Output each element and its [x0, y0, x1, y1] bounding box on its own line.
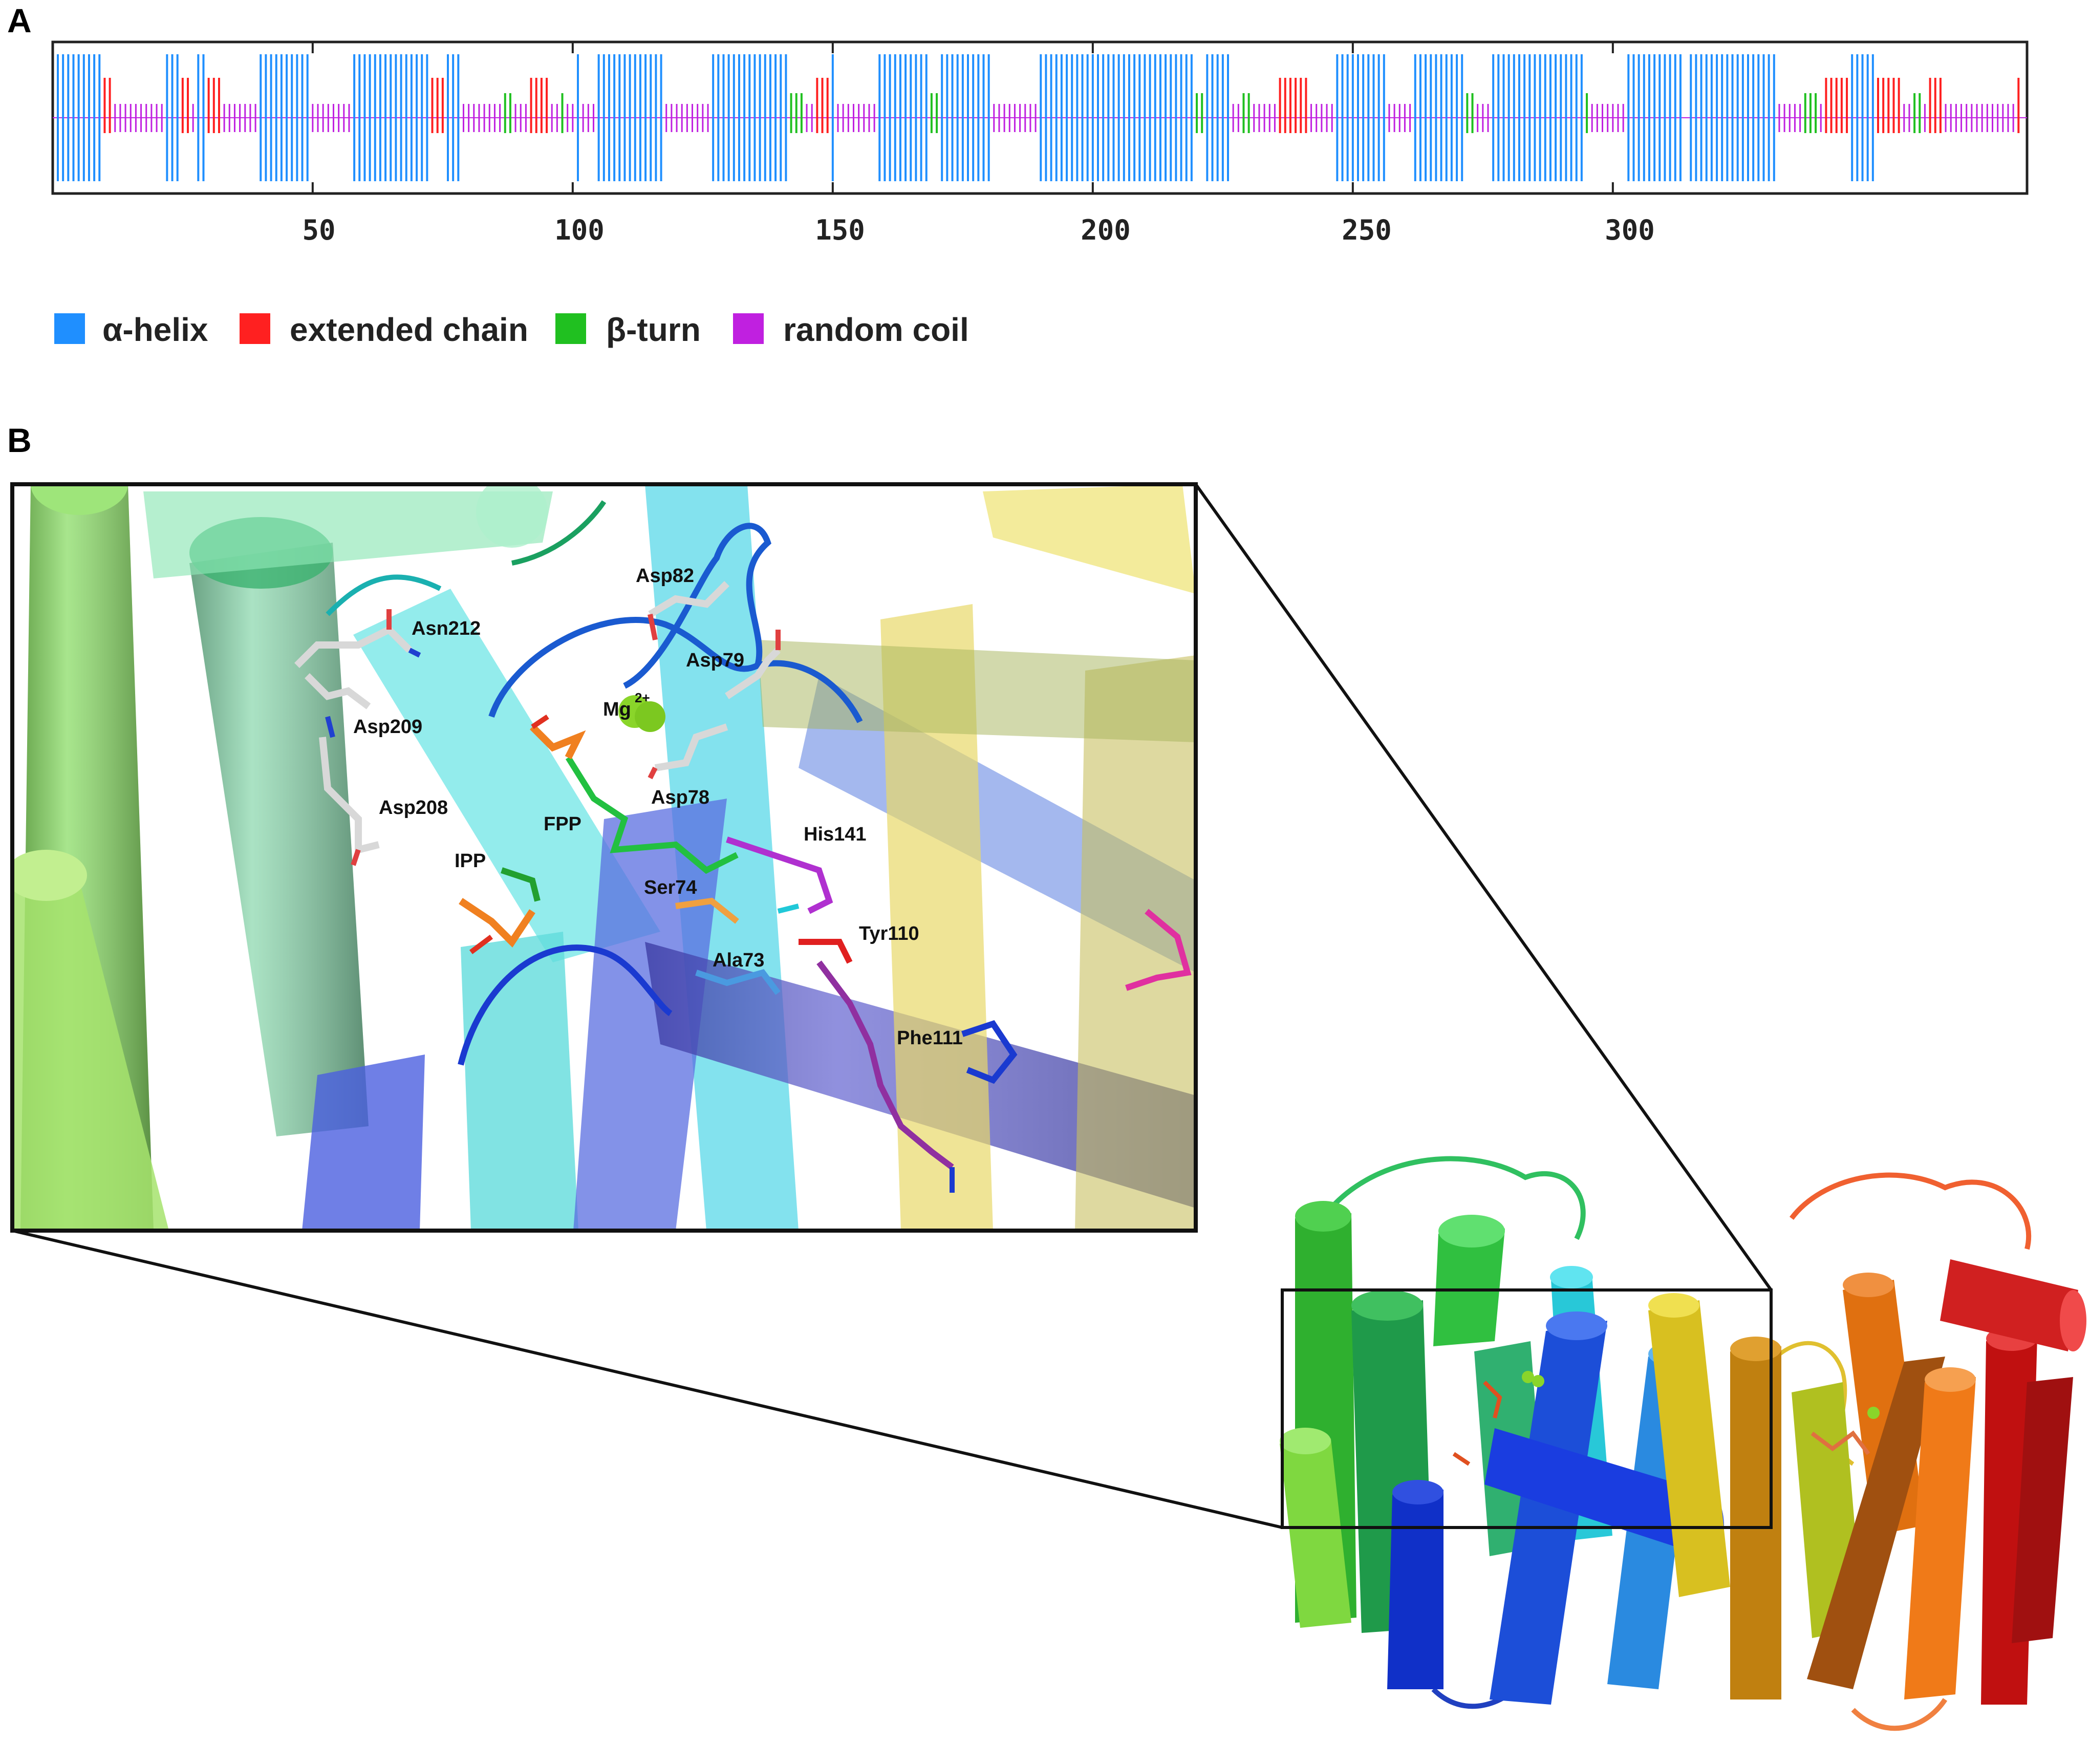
label-fpp: FPP [544, 813, 581, 835]
overview-ligand-right [1811, 1430, 1870, 1455]
inset-scene: Asp82 Asn212 Asp79 Mg 2+ Asp209 Asp78 As… [12, 484, 1196, 1231]
label-tyr110: Tyr110 [859, 923, 919, 944]
tick-label-100: 100 [554, 214, 605, 246]
loop-backbone-darkblue [458, 944, 673, 1066]
overview-loop-orange-2 [1851, 1698, 1948, 1731]
loop-backbone-blue [488, 523, 771, 718]
legend-swatch-coil [733, 313, 764, 344]
label-asp209: Asp209 [353, 716, 422, 738]
tick-label-150: 150 [815, 214, 865, 246]
sequence-marks [57, 54, 2020, 181]
loop-backbone-teal [326, 574, 442, 616]
label-ipp: IPP [455, 850, 486, 872]
axis-tick-labels: 50 100 150 200 250 300 [302, 214, 1654, 246]
overview-cylinder-brown [1807, 1357, 1945, 1689]
legend-label-helix: α-helix [102, 311, 208, 348]
label-his141: His141 [804, 824, 867, 845]
label-mg-charge: 2+ [635, 690, 650, 705]
zoom-connector-top [1194, 483, 1773, 1291]
secondary-structure-track: 50 100 150 200 250 300 [51, 40, 2029, 246]
protein-overview [1280, 1156, 2086, 1731]
overview-cylinder-darkred [2012, 1377, 2073, 1643]
stick-ipp [459, 867, 541, 954]
overview-zoom-box [1281, 1288, 1773, 1529]
legend-item-coil: random coil [733, 311, 969, 348]
active-site-inset: Asp82 Asn212 Asp79 Mg 2+ Asp209 Asp78 As… [10, 482, 1198, 1233]
legend-item-helix: α-helix [54, 311, 208, 348]
legend-item-extended: extended chain [240, 311, 528, 348]
stick-phe111 [816, 960, 1018, 1193]
legend: α-helix extended chain β-turn random coi… [54, 311, 969, 348]
helix-cylinder-lightgreen [12, 850, 169, 1231]
stick-ser74 [675, 897, 739, 924]
legend-swatch-extended [240, 313, 270, 344]
overview-cylinder-orange-2 [1904, 1367, 1976, 1700]
label-asp208: Asp208 [379, 797, 448, 819]
stick-asp82 [648, 581, 729, 640]
stick-ala73 [695, 969, 781, 995]
stick-fpp [530, 714, 739, 874]
overview-loop-orange [1790, 1172, 2032, 1250]
mg-ion-2 [635, 701, 665, 732]
legend-label-extended: extended chain [290, 311, 528, 348]
loop-backbone-green [511, 500, 607, 566]
axis-ticks [311, 42, 1614, 193]
stick-asn212 [294, 609, 421, 668]
loop-backbone-blue-2 [757, 660, 863, 723]
overview-cylinder-yellow [1648, 1293, 1730, 1597]
stick-his141 [726, 836, 833, 914]
stick-asp208 [319, 737, 380, 866]
panel-a-letter: A [7, 2, 32, 39]
mg-ions [618, 695, 665, 732]
overview-mg-ion-1 [1522, 1371, 1534, 1383]
tick-label-50: 50 [302, 214, 335, 246]
overview-loop-green [1329, 1156, 1586, 1240]
label-asp82: Asp82 [636, 565, 694, 587]
label-phe111: Phe111 [897, 1027, 963, 1049]
legend-label-turn: β-turn [606, 311, 701, 348]
overview-cylinder-blue-2 [1387, 1480, 1443, 1689]
stick-asp79 [725, 630, 781, 699]
label-asp79: Asp79 [686, 650, 744, 671]
overview-mg-ion-3 [1867, 1407, 1880, 1419]
legend-swatch-helix [54, 313, 85, 344]
label-asn212: Asn212 [412, 618, 481, 639]
helix-cylinder-yellow [758, 484, 1196, 1231]
overview-cylinder-blue-1 [1490, 1311, 1607, 1705]
helix-cylinder-mint [143, 484, 553, 578]
overview-cylinder-lightgreen [1280, 1428, 1351, 1628]
label-asp78: Asp78 [651, 787, 709, 808]
overview-cylinder-red-2 [1940, 1259, 2086, 1351]
overview-ligand-left [1452, 1381, 1502, 1466]
label-ser74: Ser74 [644, 877, 697, 898]
overview-cylinder-green-2 [1433, 1215, 1505, 1346]
overview-mg-ion-2 [1532, 1375, 1544, 1387]
label-ala73: Ala73 [713, 950, 764, 971]
panel-b-letter: B [7, 421, 32, 459]
stick-right-magenta [1125, 909, 1192, 991]
legend-item-turn: β-turn [555, 311, 701, 348]
overview-cylinder-ochre [1730, 1337, 1781, 1700]
tick-label-250: 250 [1342, 214, 1392, 246]
stick-tyr110 [777, 903, 853, 964]
tick-label-200: 200 [1081, 214, 1131, 246]
label-mg: Mg [603, 699, 631, 720]
inset-frame [10, 482, 1198, 1233]
zoom-connector-bottom [12, 1229, 1283, 1529]
stick-asp209 [305, 673, 371, 738]
tick-label-300: 300 [1605, 214, 1655, 246]
legend-label-coil: random coil [783, 311, 969, 348]
stick-asp78 [648, 723, 728, 780]
legend-swatch-turn [555, 313, 586, 344]
